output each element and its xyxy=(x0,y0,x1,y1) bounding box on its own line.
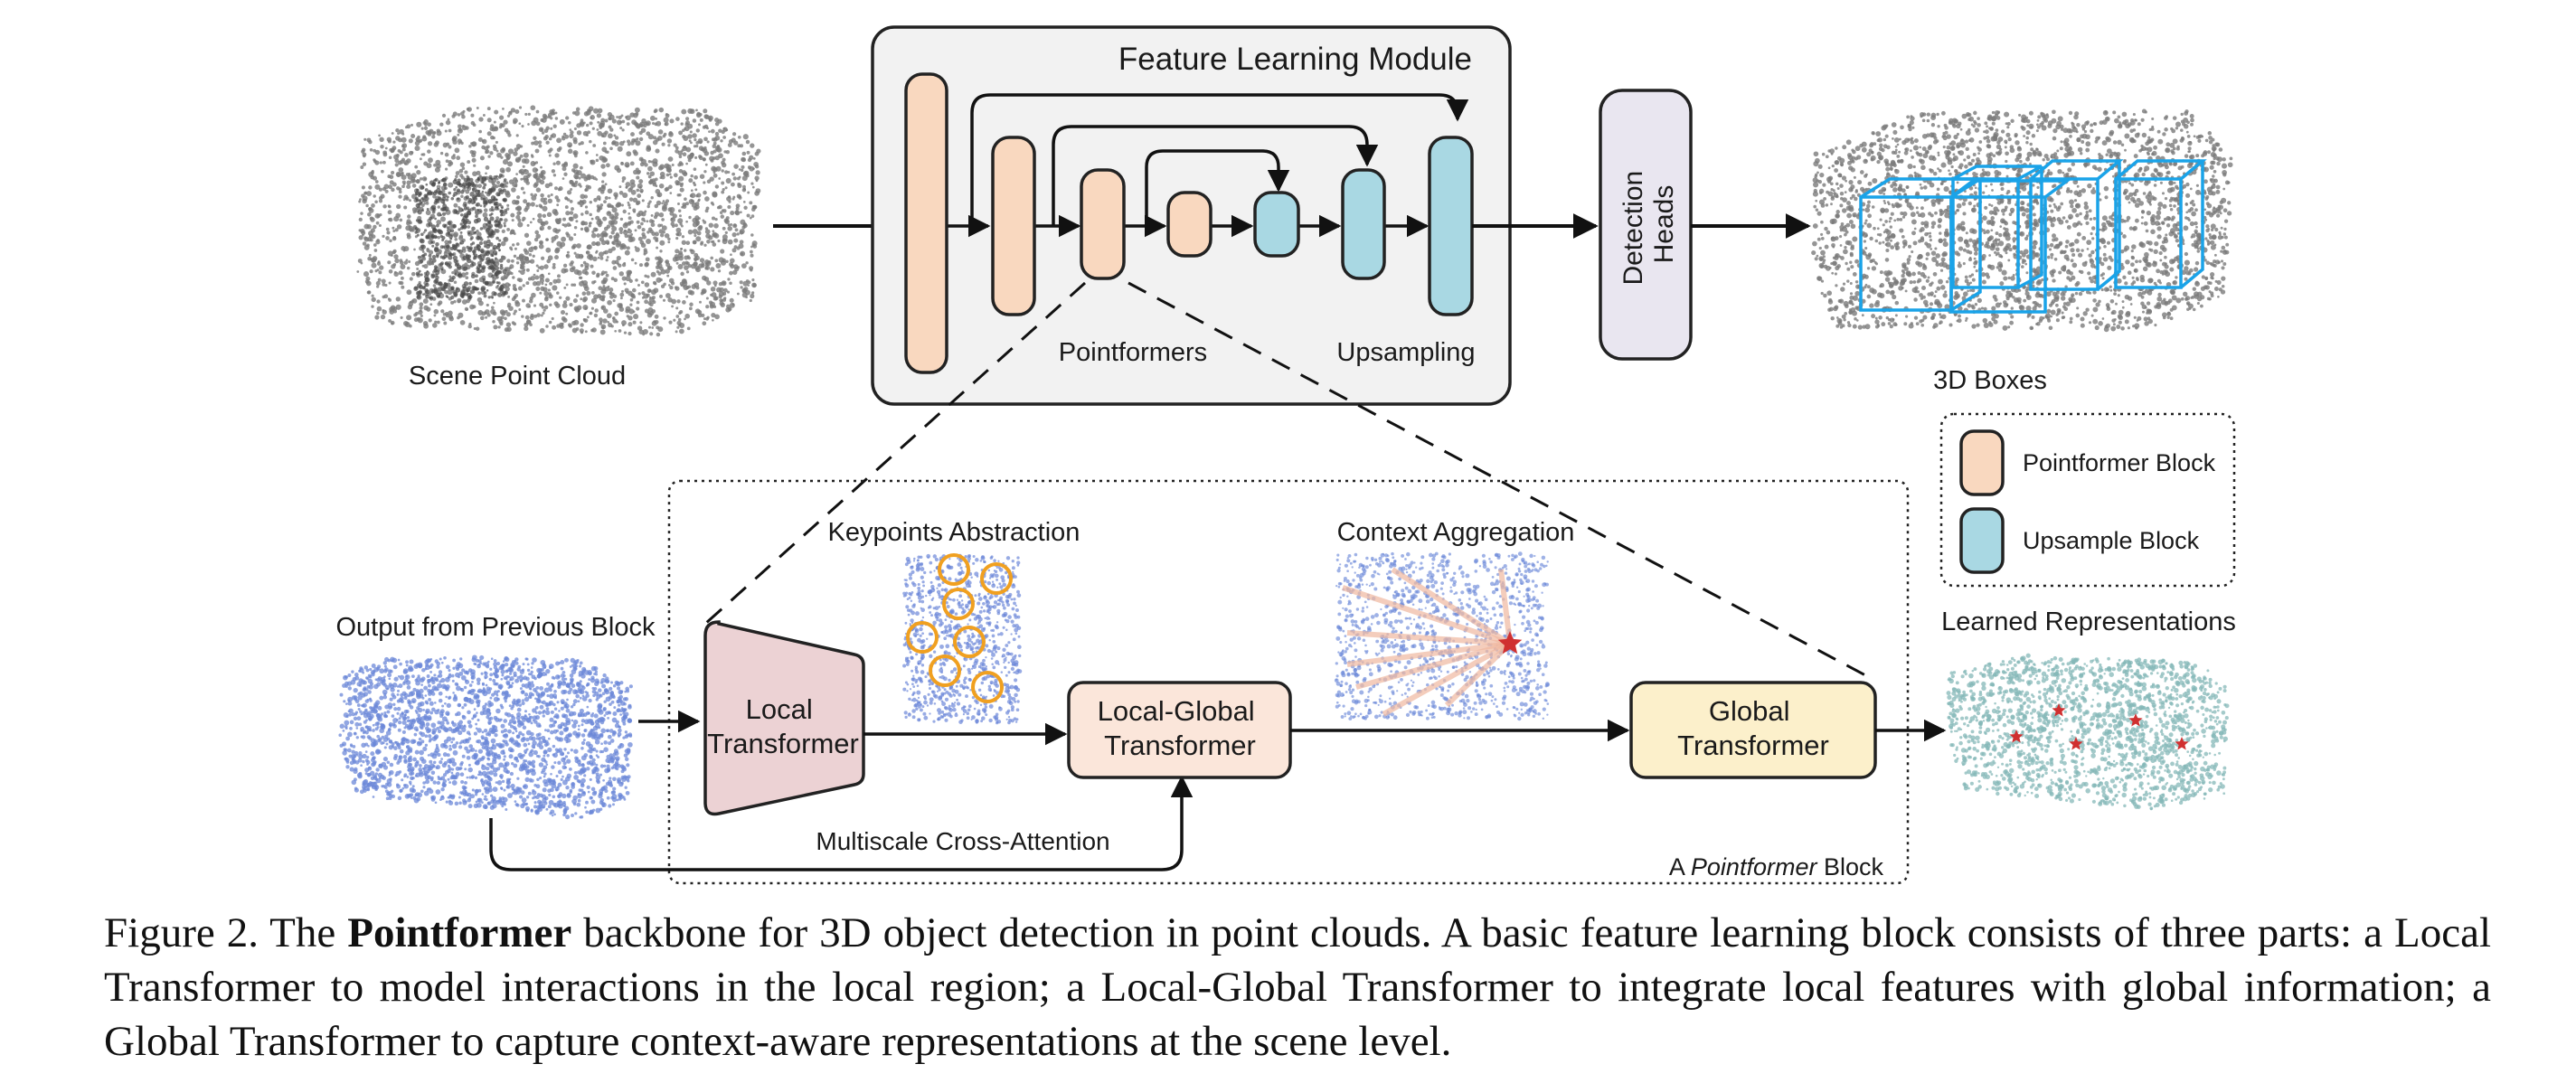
3d-bounding-boxes xyxy=(1859,159,2207,314)
legend-box xyxy=(1939,412,2236,588)
pointformer-block-4 xyxy=(1166,191,1213,258)
upsample-block-3 xyxy=(1428,136,1474,316)
scene-point-cloud-label: Scene Point Cloud xyxy=(409,362,626,391)
pointformer-block-frame xyxy=(667,479,1910,885)
upsample-block-1 xyxy=(1253,191,1300,258)
output-prev-block-label: Output from Previous Block xyxy=(336,613,656,642)
learned-representations-point-cloud xyxy=(1946,653,2230,811)
global-transformer-label: Global Transformer xyxy=(1677,695,1829,761)
skip-connections xyxy=(970,93,1469,226)
local-transformer-block xyxy=(703,620,865,816)
figure-caption: Figure 2. The Pointformer backbone for 3… xyxy=(104,909,2492,1065)
pointformer-block-caption: A Pointformer Block xyxy=(1669,853,1884,881)
zoom-line-right xyxy=(1128,281,1868,678)
legend-upsample-label: Upsample Block xyxy=(2023,527,2200,554)
scene-point-cloud-image xyxy=(356,105,761,337)
3d-boxes-point-cloud-image xyxy=(1811,108,2233,333)
local-transformer-label: Local Transformer xyxy=(707,693,859,759)
keypoints-abstraction-image xyxy=(902,553,1023,725)
feature-learning-module-title: Feature Learning Module xyxy=(1118,42,1472,77)
detection-heads-label: Detection Heads xyxy=(1618,163,1679,285)
previous-block-point-cloud xyxy=(338,655,633,820)
legend-upsample-swatch xyxy=(1959,507,2005,574)
multiscale-connection xyxy=(489,775,1194,871)
pointformer-block-1 xyxy=(904,72,948,374)
legend-pointformer-swatch xyxy=(1959,429,2005,496)
pointformer-block-2 xyxy=(991,136,1036,316)
3d-boxes-label: 3D Boxes xyxy=(1933,366,2047,395)
learned-representations-label: Learned Representations xyxy=(1941,607,2236,636)
upsample-block-2 xyxy=(1341,168,1386,280)
pointformer-block-3 xyxy=(1080,168,1126,280)
keypoints-abstraction-label: Keypoints Abstraction xyxy=(828,518,1080,547)
context-aggregation-image xyxy=(1334,551,1550,721)
zoom-line-left xyxy=(703,281,1087,626)
local-global-transformer-label: Local-Global Transformer xyxy=(1098,695,1263,761)
upsampling-label: Upsampling xyxy=(1336,338,1475,367)
legend-pointformer-label: Pointformer Block xyxy=(2023,449,2216,476)
context-aggregation-label: Context Aggregation xyxy=(1337,518,1575,547)
pointformers-label: Pointformers xyxy=(1059,338,1207,367)
caption-bold-term: Pointformer xyxy=(347,909,572,956)
multiscale-cross-attention-label: Multiscale Cross-Attention xyxy=(816,827,1109,855)
